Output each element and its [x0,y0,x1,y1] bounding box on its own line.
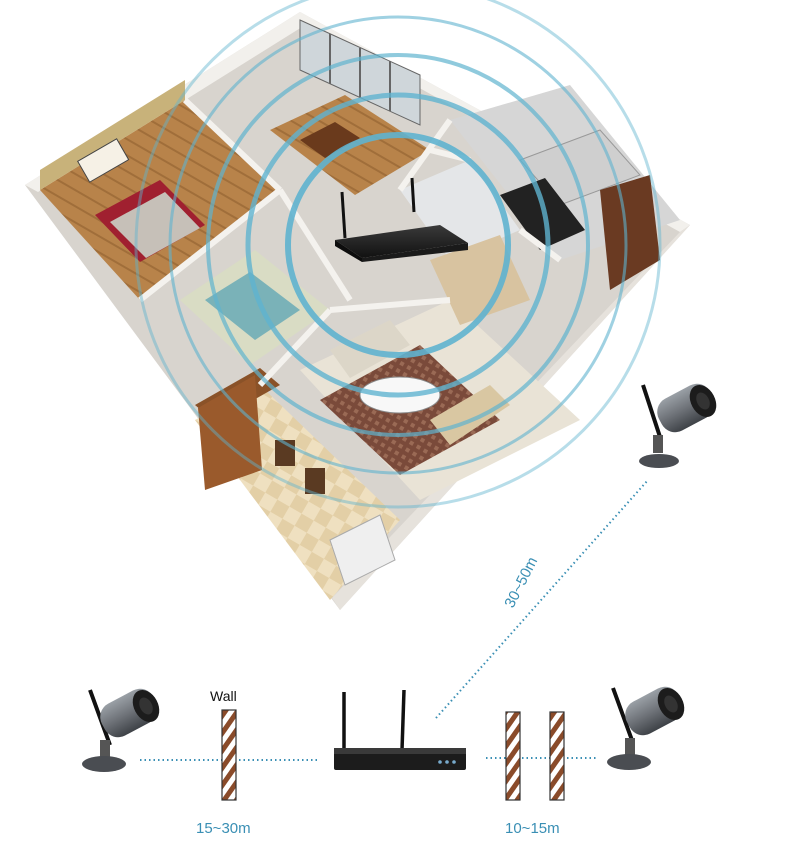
link-lines [140,479,649,761]
signal-rings [134,0,662,509]
brick-wall-icon [505,711,521,801]
nvr-recorder-icon [334,689,466,770]
bullet-camera-icon [639,383,717,468]
wall-label: Wall [210,688,237,704]
bullet-camera-icon [82,688,160,772]
brick-wall-icon [549,711,565,801]
range-label-left: 15~30m [196,820,251,837]
bullet-camera-icon [607,686,685,770]
brick-wall-icon [221,709,237,801]
range-label-right: 10~15m [505,820,560,837]
link-diagonal [435,479,649,719]
nvr-recorder-icon [335,177,468,262]
